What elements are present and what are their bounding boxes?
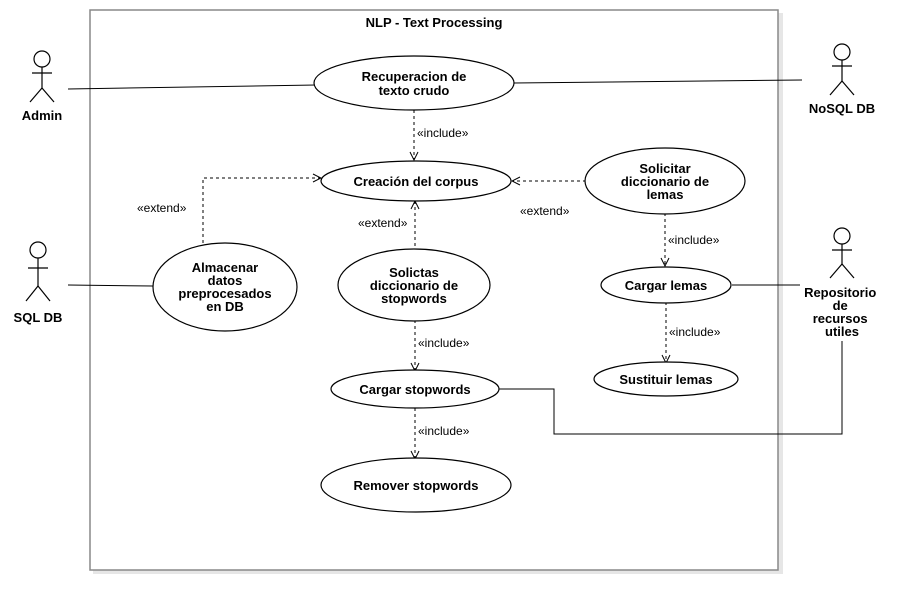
assoc-admin-recuperacion — [67, 84, 317, 90]
extend-label: «extend» — [358, 216, 408, 230]
actor-sql-db[interactable]: SQL DB — [14, 241, 63, 325]
actor-repositorio[interactable]: Repositorio de recursos utiles — [804, 227, 880, 339]
svg-text:Creación del corpus: Creación del corpus — [354, 174, 479, 189]
stick-figure-icon — [829, 227, 855, 279]
include-label: «include» — [418, 424, 470, 438]
assoc-recuperacion-nosql — [513, 79, 803, 84]
extend-label: «extend» — [520, 204, 570, 218]
include-label: «include» — [418, 336, 470, 350]
usecase-cargar-stopwords[interactable]: Cargar stopwords — [330, 369, 500, 409]
svg-text:Cargar lemas: Cargar lemas — [625, 278, 707, 293]
actor-label: NoSQL DB — [809, 101, 875, 116]
assoc-sql-almacenar — [67, 284, 154, 287]
svg-text:Sustituir lemas: Sustituir lemas — [619, 372, 712, 387]
stick-figure-icon — [829, 43, 855, 96]
usecase-corpus[interactable]: Creación del corpus — [320, 160, 512, 202]
actor-label: Repositorio de recursos utiles — [804, 285, 880, 339]
extend-label: «extend» — [137, 201, 187, 215]
include-label: «include» — [668, 233, 720, 247]
usecase-sustituir-lemas[interactable]: Sustituir lemas — [593, 361, 739, 397]
assoc-cargarstopwords-repo — [499, 341, 843, 435]
actor-label: Admin — [22, 108, 63, 123]
include-label: «include» — [417, 126, 469, 140]
actor-nosql-db[interactable]: NoSQL DB — [809, 43, 875, 116]
actor-label: SQL DB — [14, 310, 63, 325]
include-label: «include» — [669, 325, 721, 339]
usecase-remover-stopwords[interactable]: Remover stopwords — [320, 457, 512, 513]
stick-figure-icon — [25, 241, 51, 302]
system-title: NLP - Text Processing — [366, 15, 503, 30]
svg-text:Cargar stopwords: Cargar stopwords — [359, 382, 470, 397]
stick-figure-icon — [29, 50, 55, 103]
usecase-cargar-lemas[interactable]: Cargar lemas — [600, 266, 732, 304]
svg-text:Remover stopwords: Remover stopwords — [354, 478, 479, 493]
actor-admin[interactable]: Admin — [22, 50, 63, 123]
